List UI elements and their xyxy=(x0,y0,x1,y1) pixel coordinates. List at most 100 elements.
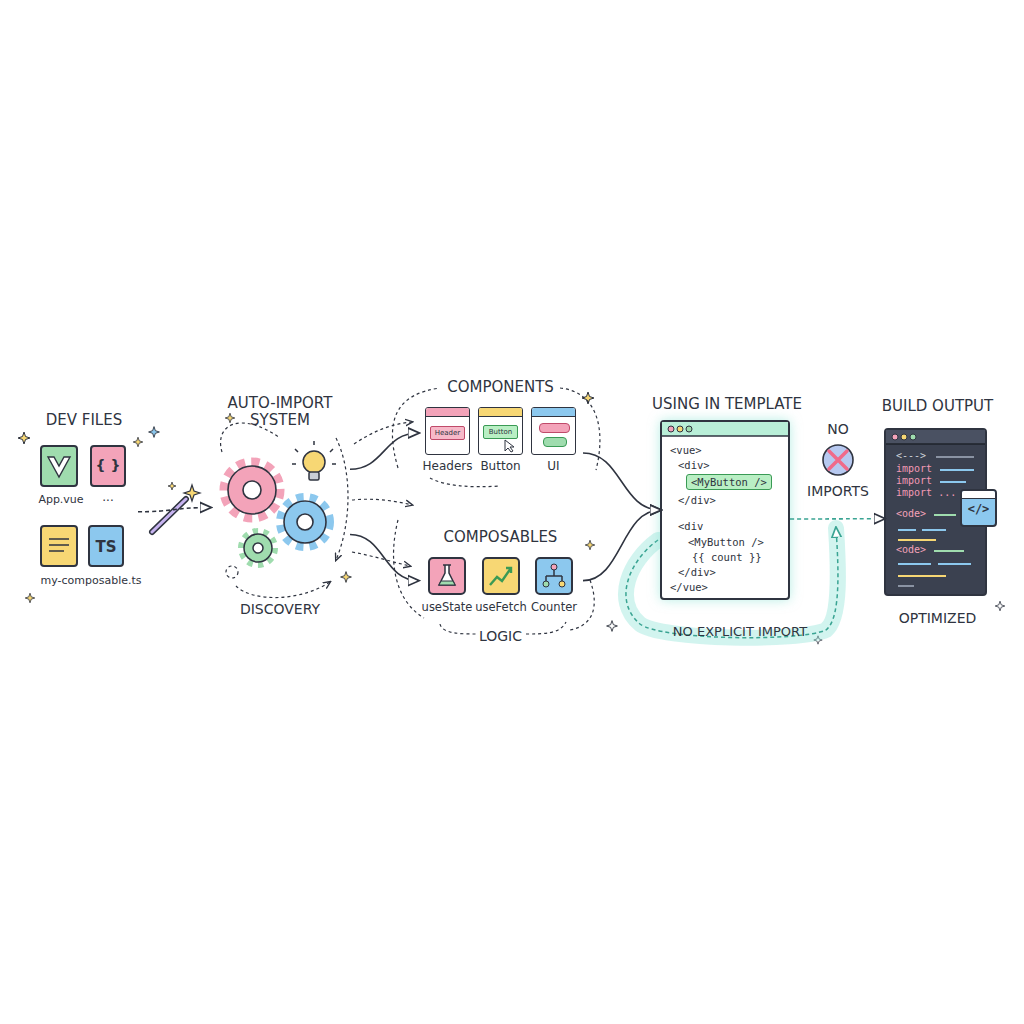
card-bar xyxy=(532,408,575,417)
code-line: <div> xyxy=(678,459,710,471)
component-card: HeaderHeaders xyxy=(425,407,470,477)
decoration xyxy=(829,451,847,469)
decoration xyxy=(886,443,985,445)
file-group: DEV FILES App.vue { }... my-composable.ts TS xyxy=(30,410,138,595)
code-line: import ... xyxy=(896,487,956,499)
card-label: Headers xyxy=(415,460,480,474)
flow-arrow xyxy=(583,510,660,581)
decoration xyxy=(686,426,692,432)
decoration xyxy=(940,470,974,482)
decoration xyxy=(152,499,186,532)
decoration xyxy=(236,582,330,598)
composable-name: useFetch xyxy=(470,601,532,614)
icon-bar xyxy=(962,491,995,499)
decoration xyxy=(936,456,974,458)
file-name: App.vue xyxy=(30,494,92,507)
file-glyph: { } xyxy=(92,457,124,473)
gears xyxy=(225,463,329,564)
loop-label: NO EXPLICIT IMPORT xyxy=(640,625,840,640)
window-heading: USING IN TEMPLATE xyxy=(637,396,817,413)
decoration xyxy=(309,472,319,480)
system-caption: DISCOVERY xyxy=(210,601,350,617)
decoration xyxy=(297,514,313,530)
card-bar xyxy=(479,408,522,417)
decoration xyxy=(668,426,674,432)
decoration xyxy=(995,601,1005,611)
window-caption: OPTIMIZED xyxy=(861,610,1014,626)
decoration xyxy=(439,581,455,585)
symbol-label: IMPORTS xyxy=(798,483,878,499)
decoration xyxy=(559,581,565,587)
decoration xyxy=(336,438,348,560)
composable-icon: Counter xyxy=(535,557,573,619)
sparkles xyxy=(18,392,1005,644)
decoration xyxy=(898,575,946,577)
group-caption: LOGIC xyxy=(418,628,583,644)
card-label: Button xyxy=(468,460,533,474)
decoration xyxy=(243,481,261,499)
composable-icon: useFetch xyxy=(482,557,520,619)
cursor xyxy=(504,439,516,453)
code-line: <vue> xyxy=(670,444,702,456)
code-icon: </> xyxy=(960,489,997,527)
decoration xyxy=(226,566,238,578)
decoration xyxy=(253,543,263,553)
group-heading: DEV FILES xyxy=(30,412,138,429)
decoration xyxy=(823,445,853,475)
file-glyph: TS xyxy=(90,539,122,556)
doc-lines xyxy=(42,527,76,565)
json-file-icon: { }... xyxy=(90,445,126,487)
code-line: import xyxy=(896,475,932,487)
decoration xyxy=(506,568,511,573)
flow-arrow xyxy=(790,518,884,520)
code-line: </div> xyxy=(678,494,716,506)
decoration xyxy=(244,534,272,562)
code-line: import xyxy=(896,463,932,475)
decoration xyxy=(228,466,276,514)
decoration xyxy=(543,581,549,587)
code-line: <MyButton /> xyxy=(688,536,764,548)
decoration xyxy=(898,585,914,587)
decoration xyxy=(352,552,410,566)
decoration xyxy=(892,434,898,440)
decoration xyxy=(281,498,329,546)
flow-arrow xyxy=(350,535,418,581)
decoration xyxy=(901,434,907,440)
component-card: ButtonButton xyxy=(478,407,523,477)
decoration xyxy=(303,451,325,473)
decoration xyxy=(168,482,176,490)
decoration xyxy=(505,440,514,452)
code-line: <div xyxy=(678,520,703,532)
decoration xyxy=(662,422,788,436)
vue-logo xyxy=(42,447,76,485)
decoration xyxy=(898,563,971,565)
decoration xyxy=(48,457,70,477)
composable-name: Counter xyxy=(523,601,585,614)
decoration xyxy=(284,501,326,543)
decoration xyxy=(133,437,143,447)
composable-name: useState xyxy=(416,601,478,614)
symbol-label: NO xyxy=(808,421,868,437)
group-heading: COMPOSABLES xyxy=(418,529,583,546)
decoration xyxy=(225,463,279,517)
build-window: BUILD OUTPUT<--->importimportimport ...<… xyxy=(884,428,987,596)
doc-file-icon: my-composable.ts xyxy=(40,525,78,567)
decoration xyxy=(225,413,235,423)
icon-frame xyxy=(482,557,520,595)
decoration xyxy=(886,430,985,444)
code-line: <ode> xyxy=(896,508,926,520)
code-line: <ode> xyxy=(896,544,926,556)
decoration xyxy=(585,540,595,550)
code-line: </div> xyxy=(678,566,716,578)
decoration xyxy=(292,441,336,464)
card-text: Header xyxy=(430,426,465,440)
decoration xyxy=(152,499,186,532)
window-heading: BUILD OUTPUT xyxy=(861,398,1014,415)
window-bar xyxy=(662,422,788,438)
composable-icon: useState xyxy=(428,557,466,619)
flow-arrow xyxy=(138,508,210,512)
icon-glyph xyxy=(428,557,466,595)
icon-glyph: </> xyxy=(962,503,995,517)
